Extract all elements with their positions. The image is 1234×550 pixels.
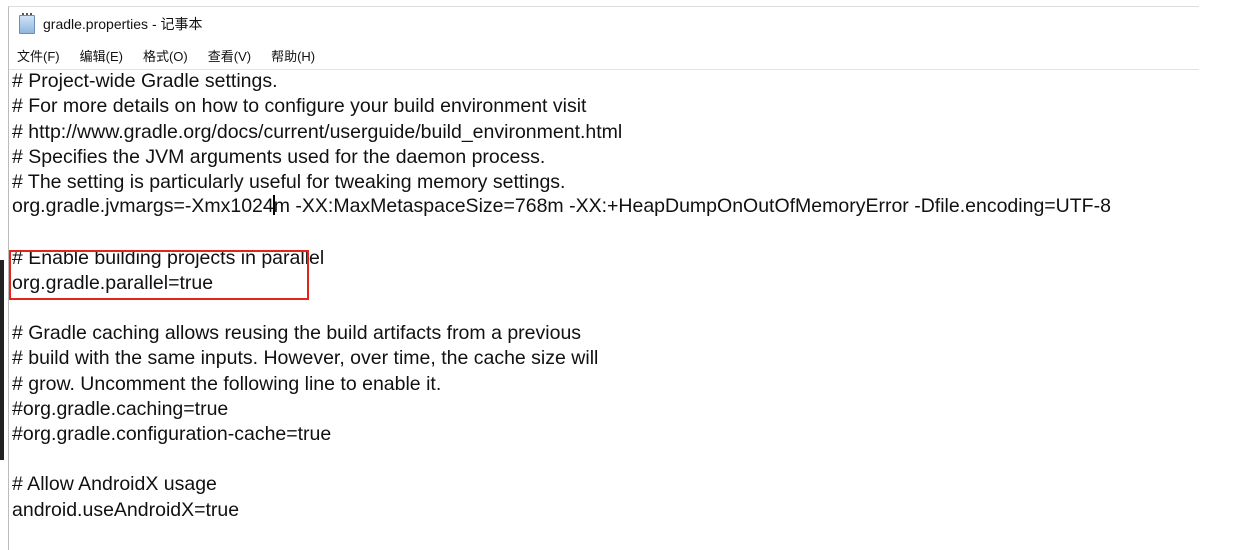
text-line: #org.gradle.configuration-cache=true xyxy=(12,423,332,445)
text-line: android.useAndroidX=true xyxy=(12,498,240,521)
text-line: # http://www.gradle.org/docs/current/use… xyxy=(12,120,623,143)
text-line: # build with the same inputs. However, o… xyxy=(12,347,599,370)
text-line: # grow. Uncomment the following line to … xyxy=(12,372,442,395)
text-caret xyxy=(272,195,275,216)
menu-view[interactable]: 查看(V) xyxy=(207,48,252,64)
text-line: # Gradle caching allows reusing the buil… xyxy=(12,322,582,345)
jvmargs-text-after-caret: m -XX:MaxMetaspaceSize=768m -XX:+HeapDum… xyxy=(273,195,1111,218)
highlight-box xyxy=(9,250,309,300)
notepad-icon xyxy=(19,12,35,34)
jvmargs-text-before-caret: org.gradle.jvmargs=-Xmx1024 xyxy=(12,195,274,218)
window-title: gradle.properties - 记事本 xyxy=(43,16,203,32)
text-line: # Allow AndroidX usage xyxy=(12,473,217,496)
menu-file[interactable]: 文件(F) xyxy=(17,48,60,64)
text-editor[interactable]: android.useAndroidX=true# Allow AndroidX… xyxy=(9,69,1199,550)
menu-bar: 文件(F) 编辑(E) 格式(O) 查看(V) 帮助(H) xyxy=(9,43,1199,67)
left-edge-bar xyxy=(0,260,4,460)
text-line: #org.gradle.caching=true xyxy=(12,397,229,420)
jvmargs-line: org.gradle.jvmargs=-Xmx1024m -XX:MaxMeta… xyxy=(12,194,1111,219)
title-bar: gradle.properties - 记事本 xyxy=(9,7,1199,41)
menu-edit[interactable]: 编辑(E) xyxy=(79,48,123,64)
text-line: # The setting is particularly useful for… xyxy=(12,171,566,193)
menu-format[interactable]: 格式(O) xyxy=(142,48,188,64)
text-line: org.gradle.parallel=true xyxy=(12,271,214,294)
text-line: # Project-wide Gradle settings. xyxy=(12,70,278,93)
notepad-window: gradle.properties - 记事本 文件(F) 编辑(E) 格式(O… xyxy=(8,6,1199,550)
text-line: # Specifies the JVM arguments used for t… xyxy=(12,145,546,168)
text-line: # For more details on how to configure y… xyxy=(12,95,587,118)
menu-help[interactable]: 帮助(H) xyxy=(271,48,316,64)
